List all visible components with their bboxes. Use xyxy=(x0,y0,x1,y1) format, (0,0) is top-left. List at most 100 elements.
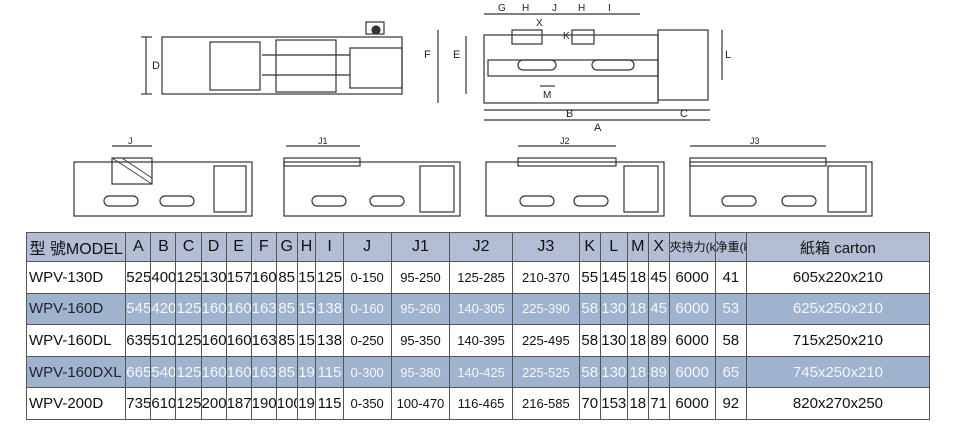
dim-label-j: J xyxy=(552,3,557,14)
cell-k: 70 xyxy=(578,387,601,420)
cell-k: 55 xyxy=(578,261,601,294)
cell-a: 665 xyxy=(125,355,152,389)
cell-model: WPV-130D xyxy=(25,261,127,294)
cell-b: 540 xyxy=(150,355,177,389)
cell-i: 115 xyxy=(315,355,344,389)
header-x: X xyxy=(647,232,670,262)
cell-h: 15 xyxy=(296,292,317,326)
cell-i: 125 xyxy=(315,261,344,294)
cell-d: 200 xyxy=(200,387,227,420)
cell-a: 635 xyxy=(125,324,152,357)
dim-label-e: E xyxy=(453,49,460,61)
cell-net-weight: 92 xyxy=(714,387,747,420)
cell-j3: 216-585 xyxy=(511,387,580,420)
cell-m: 18 xyxy=(626,355,649,389)
cell-carton: 820x270x250 xyxy=(745,387,931,420)
dim-label-l: L xyxy=(725,49,731,61)
cell-c: 125 xyxy=(175,355,202,389)
cell-x: 89 xyxy=(647,355,670,389)
cell-f: 163 xyxy=(250,355,277,389)
dim-label-c: C xyxy=(680,108,688,120)
dim-label-h2: H xyxy=(578,3,585,14)
cell-d: 160 xyxy=(200,324,227,357)
cell-a: 545 xyxy=(125,292,152,326)
cell-m: 18 xyxy=(626,261,649,294)
header-h: H xyxy=(296,232,317,262)
cell-l: 153 xyxy=(599,387,628,420)
dim-label-h: H xyxy=(522,3,529,14)
header-b: B xyxy=(150,232,177,262)
cell-f: 160 xyxy=(250,261,277,294)
cell-j: 0-160 xyxy=(342,292,392,326)
header-j1: J1 xyxy=(390,232,451,262)
cell-i: 138 xyxy=(315,324,344,357)
spec-table: 型 號MODEL A B C D E F G H I J J1 J2 J3 K … xyxy=(25,232,931,420)
cell-x: 89 xyxy=(647,324,670,357)
cell-net-weight: 53 xyxy=(714,292,747,326)
cell-l: 130 xyxy=(599,355,628,389)
cell-clamping-force: 6000 xyxy=(668,355,716,389)
cell-d: 130 xyxy=(200,261,227,294)
cell-k: 58 xyxy=(578,292,601,326)
cell-k: 58 xyxy=(578,355,601,389)
cell-m: 18 xyxy=(626,292,649,326)
cell-carton: 745x250x210 xyxy=(745,355,931,389)
cell-k: 58 xyxy=(578,324,601,357)
cell-h: 19 xyxy=(296,355,317,389)
dim-label-b: B xyxy=(566,108,573,120)
cell-g: 85 xyxy=(275,261,298,294)
variant-label-j3: J3 xyxy=(750,136,760,146)
dim-label-i: I xyxy=(608,3,611,14)
cell-l: 130 xyxy=(599,292,628,326)
cell-e: 157 xyxy=(225,261,252,294)
cell-a: 525 xyxy=(125,261,152,294)
header-d: D xyxy=(200,232,227,262)
cell-j2: 140-395 xyxy=(449,324,513,357)
cell-net-weight: 65 xyxy=(714,355,747,389)
cell-h: 19 xyxy=(296,387,317,420)
cell-model: WPV-160DL xyxy=(25,324,127,357)
header-g: G xyxy=(275,232,298,262)
cell-j1: 95-260 xyxy=(390,292,451,326)
cell-carton: 605x220x210 xyxy=(745,261,931,294)
cell-l: 130 xyxy=(599,324,628,357)
cell-l: 145 xyxy=(599,261,628,294)
cell-f: 190 xyxy=(250,387,277,420)
cell-j2: 140-425 xyxy=(449,355,513,389)
cell-clamping-force: 6000 xyxy=(668,261,716,294)
cell-j2: 125-285 xyxy=(449,261,513,294)
cell-g: 85 xyxy=(275,324,298,357)
cell-carton: 625x250x210 xyxy=(745,292,931,326)
cell-m: 18 xyxy=(626,324,649,357)
cell-j2: 116-465 xyxy=(449,387,513,420)
cell-j1: 100-470 xyxy=(390,387,451,420)
variant-vise-j2 xyxy=(485,145,665,217)
cell-net-weight: 58 xyxy=(714,324,747,357)
cell-net-weight: 41 xyxy=(714,261,747,294)
header-carton: 紙箱 carton xyxy=(745,232,931,262)
header-j2: J2 xyxy=(449,232,513,262)
cell-b: 510 xyxy=(150,324,177,357)
dim-label-a: A xyxy=(594,122,602,134)
cell-h: 15 xyxy=(296,261,317,294)
cell-j1: 95-350 xyxy=(390,324,451,357)
vise-drawings-svg: D G H J H I X K F E L M B C A J xyxy=(73,3,873,217)
dim-label-f: F xyxy=(424,49,431,61)
variant-label-j: J xyxy=(128,136,133,146)
cell-model: WPV-160D xyxy=(25,292,127,326)
cell-x: 71 xyxy=(647,387,670,420)
cell-a: 735 xyxy=(125,387,152,420)
cell-i: 138 xyxy=(315,292,344,326)
dim-label-m: M xyxy=(543,90,551,101)
cell-g: 85 xyxy=(275,355,298,389)
dim-label-x: X xyxy=(536,18,543,29)
cell-j3: 225-525 xyxy=(511,355,580,389)
dim-label-d: D xyxy=(152,60,160,72)
header-c: C xyxy=(175,232,202,262)
header-model: 型 號MODEL xyxy=(25,232,127,262)
variant-label-j1: J1 xyxy=(318,136,328,146)
cell-g: 85 xyxy=(275,292,298,326)
